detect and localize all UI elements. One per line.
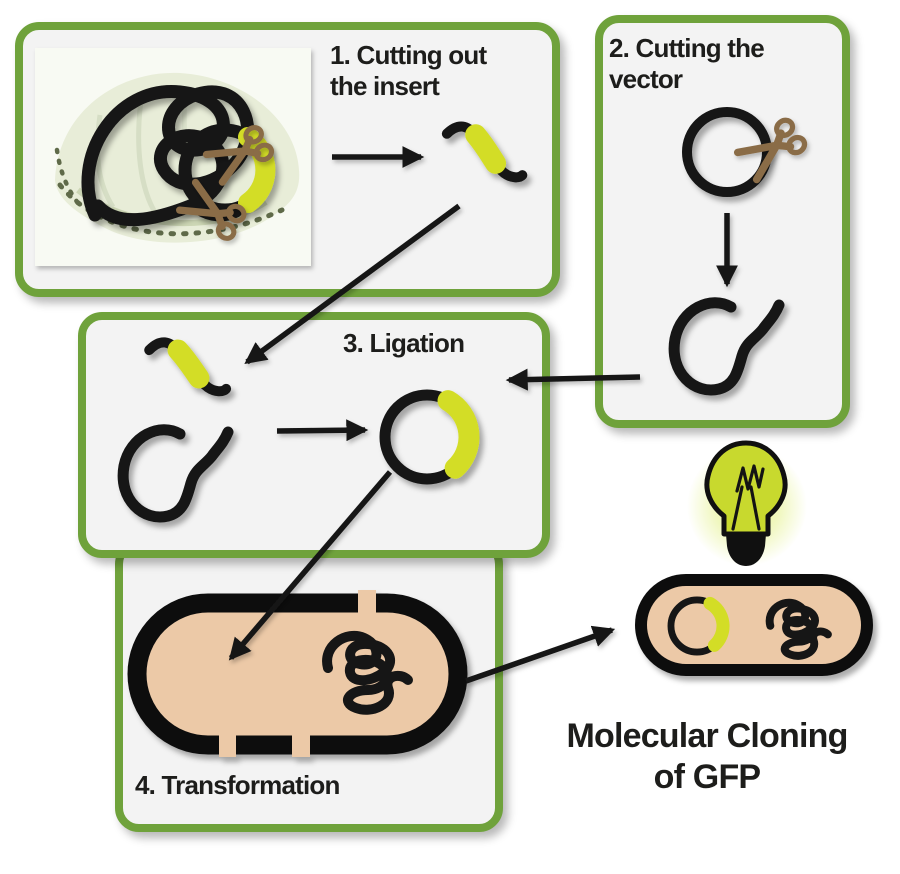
step2-title: 2. Cutting the vector — [609, 33, 765, 95]
step1-title-line2: the insert — [330, 71, 440, 101]
step1-title: 1. Cutting out the insert — [330, 40, 487, 102]
diagram-title-line1: Molecular Cloning — [566, 717, 848, 755]
glowing-bacterium — [635, 574, 873, 676]
step2-title-line2: vector — [609, 64, 683, 94]
lightbulb-icon — [687, 440, 807, 566]
step3-title-text: 3. Ligation — [343, 328, 465, 358]
step4-title-text: 4. Transformation — [135, 770, 340, 800]
step3-box: 3. Ligation — [78, 312, 550, 558]
step1-box: 1. Cutting out the insert — [15, 22, 560, 297]
step1-title-line1: 1. Cutting out — [330, 40, 487, 70]
step4-box: 4. Transformation — [115, 540, 503, 832]
step2-title-line1: 2. Cutting the — [609, 33, 765, 63]
diagram-title: Molecular Cloning of GFP — [495, 716, 900, 798]
diagram-title-line2: of GFP — [653, 758, 761, 796]
ligated-plasmid — [671, 600, 723, 652]
step2-box: 2. Cutting the vector — [595, 15, 850, 428]
genomic-dna — [770, 603, 828, 656]
step4-title: 4. Transformation — [135, 770, 340, 801]
step3-title: 3. Ligation — [343, 328, 465, 359]
